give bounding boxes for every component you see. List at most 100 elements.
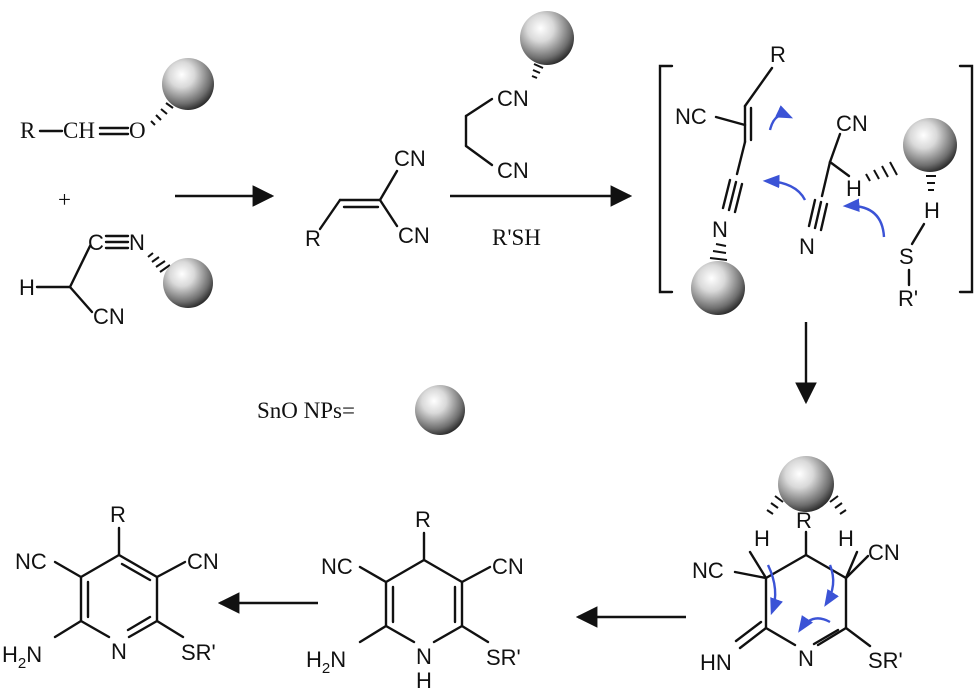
pyridine-product: R N NC CN H2N SR': [2, 502, 219, 672]
dhp-r-label: R: [415, 507, 431, 532]
bond: [53, 619, 83, 639]
hashed-coordination: [926, 175, 936, 191]
ring-bond: [117, 553, 159, 579]
bond: [318, 198, 342, 231]
pyridine-cn-label: CN: [187, 549, 219, 574]
cyclized-intermediate: R H H N NC CN HN SR': [692, 456, 903, 675]
hashed-coordination: [829, 495, 847, 515]
bond: [358, 624, 388, 644]
legend: SnO NPs=: [257, 385, 465, 435]
dhp-ring-h: H: [416, 668, 432, 693]
nitrile-n-label: N: [129, 230, 145, 255]
pyridine-nc-label: NC: [15, 549, 47, 574]
malononitrile-h-label: H: [19, 275, 35, 300]
intermediate-n2-label: N: [799, 234, 815, 259]
reagent-cn-top: CN: [497, 86, 529, 111]
ring-bond: [804, 553, 848, 580]
bond: [53, 560, 83, 579]
hashed-coordination: [709, 243, 728, 261]
electron-push-arrow: [842, 198, 886, 238]
sno-nanoparticle: [778, 456, 834, 512]
bond: [910, 222, 926, 246]
bond: [748, 550, 768, 580]
electron-push-arrow: [762, 174, 807, 201]
electron-push-arrow: [766, 564, 783, 616]
bond: [844, 550, 859, 580]
cyclized-r-label: R: [796, 508, 812, 533]
dhp-ring-n: N: [416, 644, 432, 669]
sno-nanoparticle-legend-icon: [415, 385, 465, 435]
dhp-nc-label: NC: [321, 554, 353, 579]
intermediate-h-label: H: [846, 176, 862, 201]
plus-sign: +: [58, 187, 71, 212]
triple-bond: [733, 182, 744, 214]
triple-bond: [819, 202, 829, 232]
bond: [844, 554, 870, 580]
ring-double-bond: [812, 628, 840, 646]
cyclized-nc-label: NC: [692, 558, 724, 583]
intermediate-cn-label: CN: [836, 111, 868, 136]
bond: [378, 169, 399, 202]
ring-bond: [764, 626, 797, 647]
ring-bond: [422, 558, 464, 584]
sno-nanoparticle: [163, 258, 213, 308]
bond: [460, 565, 492, 584]
bond: [743, 66, 774, 108]
bond: [733, 570, 768, 580]
bond: [464, 144, 494, 167]
dihydropyridine: R N H NC CN H2N SR': [306, 507, 524, 693]
sno-nanoparticle: [691, 261, 745, 315]
ring-bond: [127, 619, 159, 639]
bond: [68, 285, 94, 314]
dhp-cn-label: CN: [492, 554, 524, 579]
thiol-s-label: S: [899, 244, 914, 269]
bond: [828, 160, 851, 178]
hashed-coordination: [150, 102, 174, 126]
pyridine-sr-label: SR': [181, 640, 216, 665]
cyclized-hn-label: HN: [700, 650, 732, 675]
arylidene-malononitrile: R CN CN: [305, 146, 430, 251]
thiol-r-prime-label: R': [898, 286, 918, 311]
bond: [714, 115, 747, 127]
hashed-coordination: [766, 495, 784, 515]
bond: [820, 160, 832, 198]
electron-push-arrow: [798, 615, 831, 633]
aldehyde-ch-label: CH: [63, 118, 95, 143]
aldehyde-o-label: O: [129, 118, 146, 143]
bond: [378, 198, 399, 228]
pyridine-amine-label: H2N: [2, 642, 42, 672]
sno-nanoparticle: [520, 11, 574, 65]
bond: [828, 132, 842, 164]
aldehyde-r-label: R: [20, 118, 36, 143]
electron-push-arrow: [824, 564, 839, 607]
ring-bond: [432, 624, 464, 644]
bond: [844, 626, 872, 648]
bond: [155, 619, 185, 639]
cyclized-h-left: H: [754, 526, 770, 551]
aldehyde-on-sno: R CH O: [20, 58, 214, 143]
double-bond: [738, 626, 768, 650]
malononitrile-cn-label: CN: [93, 304, 125, 329]
nitrile-c-label: C: [88, 230, 104, 255]
sno-nanoparticle: [903, 118, 957, 172]
reagent-thiol-label: R'SH: [492, 225, 541, 250]
reagent-cn-bottom: CN: [497, 158, 529, 183]
triple-bond: [813, 200, 823, 230]
left-bracket: [658, 64, 674, 294]
bond: [68, 244, 92, 289]
intermediate-nc-label: NC: [675, 104, 707, 129]
hashed-coordination: [147, 252, 171, 273]
ring-double-bond: [126, 615, 152, 632]
double-bond: [734, 620, 763, 643]
cyclized-sr-label: SR': [868, 648, 903, 673]
pyridine-r-label: R: [110, 502, 126, 527]
ring-double-bond: [120, 562, 152, 582]
bracketed-intermediate: R NC N CN H N: [658, 42, 974, 315]
alkene-r-label: R: [305, 226, 321, 251]
bond: [735, 140, 747, 176]
ring-bond: [384, 558, 426, 584]
cyclized-cn-label: CN: [868, 540, 900, 565]
hashed-coordination: [865, 161, 898, 182]
ring-bond: [79, 619, 111, 639]
